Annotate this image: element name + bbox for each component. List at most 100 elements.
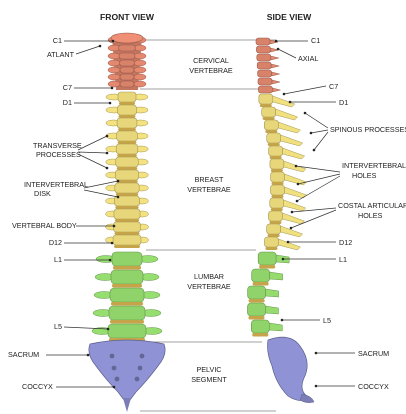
side-thoracic-vertebra	[267, 224, 281, 234]
front-thoracic-vertebra	[117, 118, 137, 128]
side-label-coccyx: COCCYX	[358, 382, 389, 391]
front-label-transverse-2: PROCESSES	[36, 150, 81, 159]
front-label-c1: C1	[53, 36, 62, 45]
side-lumbar-disk	[252, 333, 268, 337]
front-thoracic-vertebra	[114, 222, 141, 232]
side-cervical-vertebra	[256, 38, 270, 45]
front-lumbar-vertebra	[111, 270, 143, 284]
front-sacral-foramen	[140, 354, 145, 359]
region-pelvic-line2: SEGMENT	[191, 375, 227, 384]
front-sacral-foramen	[138, 366, 143, 371]
side-thoracic-vertebra	[270, 159, 284, 169]
front-thoracic-vertebra	[118, 105, 137, 115]
front-sacral-foramen	[135, 377, 140, 382]
front-thoracic-disk	[116, 193, 138, 196]
region-breast-line1: BREAST	[195, 175, 224, 184]
side-coccyx	[300, 394, 314, 403]
side-thoracic-disk	[270, 156, 282, 159]
side-lumbar-process	[265, 306, 278, 314]
side-label-axial: AXIAL	[298, 54, 318, 63]
side-lumbar-disk	[253, 282, 269, 286]
side-cervical-vertebra	[257, 54, 271, 61]
side-label-c1: C1	[311, 36, 320, 45]
front-view-spine	[89, 33, 165, 412]
side-view-spine	[247, 38, 314, 403]
side-spinous-process	[284, 200, 306, 211]
side-label-d12: D12	[339, 238, 352, 247]
side-spinous-process	[276, 109, 298, 120]
front-thoracic-disk	[118, 128, 136, 131]
side-thoracic-vertebra	[268, 211, 282, 221]
side-cervical-vertebra	[258, 86, 272, 93]
region-label-pelvic: PELVIC SEGMENT	[191, 365, 227, 384]
side-thoracic-vertebra	[271, 172, 285, 182]
front-thoracic-vertebra	[113, 235, 141, 245]
front-cervical-process-right	[134, 74, 146, 80]
side-lumbar-vertebra	[258, 252, 276, 265]
front-thoracic-disk	[118, 141, 137, 144]
front-label-transverse-1: TRANSVERSE	[33, 141, 82, 150]
side-label-holes-1: INTERVERTEBRAL	[342, 161, 406, 170]
side-lumbar-disk	[248, 316, 264, 320]
front-label-atlant: ATLANT	[47, 50, 75, 59]
side-cervical-process	[271, 56, 279, 60]
side-lumbar-vertebra	[252, 269, 270, 282]
side-cervical-vertebra	[258, 70, 272, 77]
front-lumbar-disk	[110, 320, 144, 324]
front-thoracic-disk	[114, 245, 140, 248]
front-lumbar-vertebra	[108, 324, 146, 338]
region-label-cervical: CERVICAL VERTEBRAE	[189, 56, 233, 75]
front-label-d1: D1	[63, 98, 72, 107]
front-sacrum	[89, 340, 165, 404]
front-thoracic-disk	[117, 167, 138, 170]
side-cervical-vertebra	[258, 78, 272, 85]
side-thoracic-vertebra	[264, 120, 278, 130]
front-thoracic-disk	[119, 115, 136, 118]
region-label-lumbar: LUMBAR VERTEBRAE	[187, 272, 231, 291]
front-label-d12: D12	[49, 238, 62, 247]
front-thoracic-disk	[115, 232, 140, 235]
front-cervical-vertebra	[120, 74, 134, 80]
front-thoracic-vertebra	[116, 157, 139, 167]
side-thoracic-disk	[271, 195, 283, 198]
front-thoracic-disk	[117, 154, 137, 157]
side-lumbar-process	[269, 323, 282, 331]
side-thoracic-disk	[268, 143, 280, 146]
side-spinous-process	[285, 174, 307, 185]
region-breast-line2: VERTEBRAE	[187, 185, 231, 194]
front-thoracic-vertebra	[118, 92, 136, 102]
front-cervical-process-left	[108, 53, 120, 59]
front-thoracic-disk	[115, 219, 139, 222]
region-lumbar-line1: LUMBAR	[194, 272, 224, 281]
side-lumbar-disk	[249, 299, 265, 303]
side-cervical-vertebra	[257, 62, 271, 69]
front-coccyx	[123, 398, 131, 412]
side-lumbar-vertebra	[251, 320, 269, 333]
front-label-sacrum: SACRUM	[8, 350, 39, 359]
front-cervical-vertebra	[119, 53, 135, 59]
side-label-l5: L5	[323, 316, 331, 325]
front-thoracic-disk	[116, 180, 137, 183]
side-thoracic-disk	[268, 234, 280, 237]
front-cervical-process-left	[108, 74, 120, 80]
side-sacrum	[268, 337, 311, 400]
side-thoracic-vertebra	[267, 133, 281, 143]
front-cervical-process-right	[134, 81, 146, 87]
front-cervical-process-right	[134, 67, 146, 73]
front-thoracic-vertebra	[115, 170, 138, 180]
side-thoracic-vertebra	[269, 146, 283, 156]
side-lumbar-disk	[259, 265, 275, 269]
side-lumbar-process	[266, 289, 279, 297]
front-thoracic-vertebra	[117, 131, 138, 141]
side-spinous-process	[282, 213, 304, 224]
front-thoracic-disk	[115, 206, 138, 209]
front-label-c7: C7	[63, 83, 72, 92]
side-thoracic-disk	[271, 208, 283, 211]
side-thoracic-disk	[260, 104, 272, 107]
side-thoracic-disk	[272, 182, 284, 185]
front-cervical-process-left	[108, 60, 120, 66]
front-thoracic-vertebra	[114, 209, 140, 219]
side-view-header: SIDE VIEW	[267, 12, 312, 22]
side-labels: C1 AXIAL C7 D1 SPINOUS PROCESSES INTERVE…	[275, 36, 406, 391]
